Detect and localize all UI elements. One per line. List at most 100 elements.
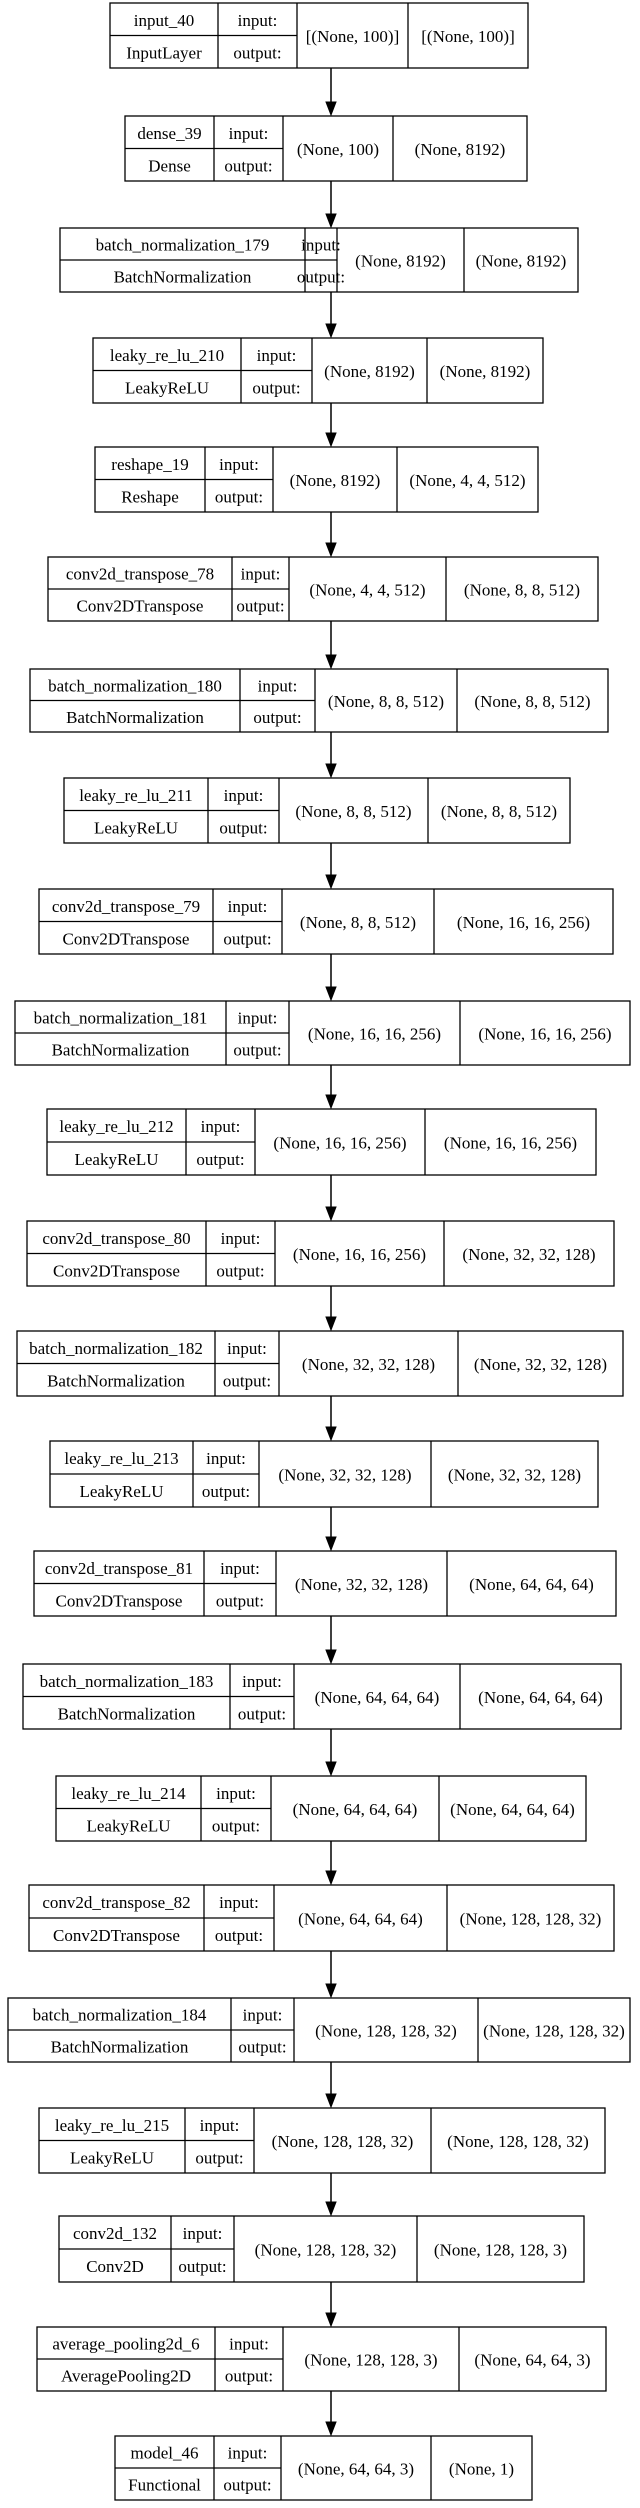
output-shape: (None, 32, 32, 128) xyxy=(462,1245,595,1264)
layer-type: LeakyReLU xyxy=(86,1816,170,1835)
input-shape: (None, 16, 16, 256) xyxy=(273,1134,406,1153)
output-shape: (None, 8192) xyxy=(415,140,506,159)
input-port-label: input: xyxy=(258,676,298,695)
output-port-label: output: xyxy=(195,2148,243,2167)
output-port-label: output: xyxy=(212,1816,260,1835)
input-port-label: input: xyxy=(238,1009,278,1028)
output-port-label: output: xyxy=(215,487,263,506)
input-port-label: input: xyxy=(219,1893,259,1912)
input-port-label: input: xyxy=(228,897,268,916)
input-port-label: input: xyxy=(183,2224,223,2243)
input-shape: [(None, 100)] xyxy=(306,27,399,46)
arrowhead-icon xyxy=(325,101,337,117)
arrowhead-icon xyxy=(325,2312,337,2328)
output-port-label: output: xyxy=(216,1261,264,1280)
arrowhead-icon xyxy=(325,1316,337,1332)
input-shape: (None, 8192) xyxy=(324,362,415,381)
input-shape: (None, 16, 16, 256) xyxy=(293,1245,426,1264)
layer-node: batch_normalization_179BatchNormalizatio… xyxy=(59,227,579,293)
layer-name: conv2d_132 xyxy=(73,2224,157,2243)
layer-name: leaky_re_lu_211 xyxy=(79,786,193,805)
layer-name: batch_normalization_179 xyxy=(96,236,270,255)
layer-name: conv2d_transpose_79 xyxy=(52,897,200,916)
layer-node: batch_normalization_181BatchNormalizatio… xyxy=(14,1000,631,1066)
output-shape: (None, 64, 64, 3) xyxy=(474,2351,590,2370)
output-port-label: output: xyxy=(223,1371,271,1390)
input-port-label: input: xyxy=(206,1449,246,1468)
input-shape: (None, 128, 128, 32) xyxy=(255,2241,397,2260)
layer-node: conv2d_transpose_78Conv2DTransposeinput:… xyxy=(47,556,599,622)
arrowhead-icon xyxy=(325,1206,337,1222)
output-port-label: output: xyxy=(224,156,272,175)
layer-type: BatchNormalization xyxy=(114,268,252,287)
output-port-label: output: xyxy=(238,2038,286,2057)
output-port-label: output: xyxy=(216,1591,264,1610)
input-shape: (None, 64, 64, 64) xyxy=(298,1910,423,1929)
layer-node: batch_normalization_180BatchNormalizatio… xyxy=(29,668,609,733)
layer-type: BatchNormalization xyxy=(58,1704,196,1723)
layer-type: LeakyReLU xyxy=(74,1150,158,1169)
layer-node: batch_normalization_182BatchNormalizatio… xyxy=(16,1330,624,1397)
input-shape: (None, 32, 32, 128) xyxy=(278,1466,411,1485)
layer-node: conv2d_transpose_82Conv2DTransposeinput:… xyxy=(28,1884,615,1952)
arrowhead-icon xyxy=(325,1426,337,1442)
arrowhead-icon xyxy=(325,2201,337,2217)
arrowhead-icon xyxy=(325,1094,337,1110)
layer-name: leaky_re_lu_210 xyxy=(110,346,224,365)
input-port-label: input: xyxy=(301,236,341,255)
layer-name: batch_normalization_182 xyxy=(29,1339,203,1358)
input-port-label: input: xyxy=(257,346,297,365)
output-port-label: output: xyxy=(253,708,301,727)
input-shape: (None, 16, 16, 256) xyxy=(308,1025,441,1044)
layer-type: Conv2DTranspose xyxy=(63,929,190,948)
input-shape: (None, 100) xyxy=(297,140,379,159)
input-port-label: input: xyxy=(242,1672,282,1691)
output-port-label: output: xyxy=(178,2257,226,2276)
input-port-label: input: xyxy=(216,1784,256,1803)
layer-name: reshape_19 xyxy=(111,455,188,474)
layer-node: leaky_re_lu_210LeakyReLUinput:output:(No… xyxy=(92,337,544,404)
layer-name: batch_normalization_184 xyxy=(33,2006,207,2025)
layer-type: Conv2DTranspose xyxy=(53,1261,180,1280)
output-shape: (None, 8, 8, 512) xyxy=(441,802,557,821)
layer-name: batch_normalization_180 xyxy=(48,676,222,695)
output-shape: [(None, 100)] xyxy=(421,27,514,46)
input-port-label: input: xyxy=(219,455,259,474)
layer-name: batch_normalization_183 xyxy=(40,1672,214,1691)
input-port-label: input: xyxy=(238,11,278,30)
input-port-label: input: xyxy=(200,2116,240,2135)
input-port-label: input: xyxy=(221,1229,261,1248)
output-shape: (None, 128, 128, 32) xyxy=(447,2132,589,2151)
input-port-label: input: xyxy=(228,2444,268,2463)
arrowhead-icon xyxy=(325,1870,337,1886)
layer-type: LeakyReLU xyxy=(94,818,178,837)
input-shape: (None, 32, 32, 128) xyxy=(302,1355,435,1374)
arrowhead-icon xyxy=(325,2421,337,2437)
output-shape: (None, 16, 16, 256) xyxy=(478,1025,611,1044)
arrowhead-icon xyxy=(325,654,337,670)
output-port-label: output: xyxy=(297,268,345,287)
arrowhead-icon xyxy=(325,763,337,779)
output-port-label: output: xyxy=(252,378,300,397)
layer-node: conv2d_transpose_80Conv2DTransposeinput:… xyxy=(26,1220,615,1287)
layer-type: BatchNormalization xyxy=(51,2038,189,2057)
output-shape: (None, 16, 16, 256) xyxy=(444,1134,577,1153)
layer-name: leaky_re_lu_212 xyxy=(59,1117,173,1136)
layer-type: Conv2DTranspose xyxy=(53,1926,180,1945)
output-port-label: output: xyxy=(219,818,267,837)
input-shape: (None, 64, 64, 64) xyxy=(293,1800,418,1819)
arrowhead-icon xyxy=(325,1761,337,1777)
output-shape: (None, 8, 8, 512) xyxy=(474,692,590,711)
input-shape: (None, 4, 4, 512) xyxy=(309,581,425,600)
layer-type: InputLayer xyxy=(126,43,202,62)
layer-box xyxy=(94,446,539,513)
output-shape: (None, 8192) xyxy=(476,252,567,271)
layer-type: BatchNormalization xyxy=(47,1371,185,1390)
output-shape: (None, 16, 16, 256) xyxy=(457,913,590,932)
arrowhead-icon xyxy=(325,874,337,890)
